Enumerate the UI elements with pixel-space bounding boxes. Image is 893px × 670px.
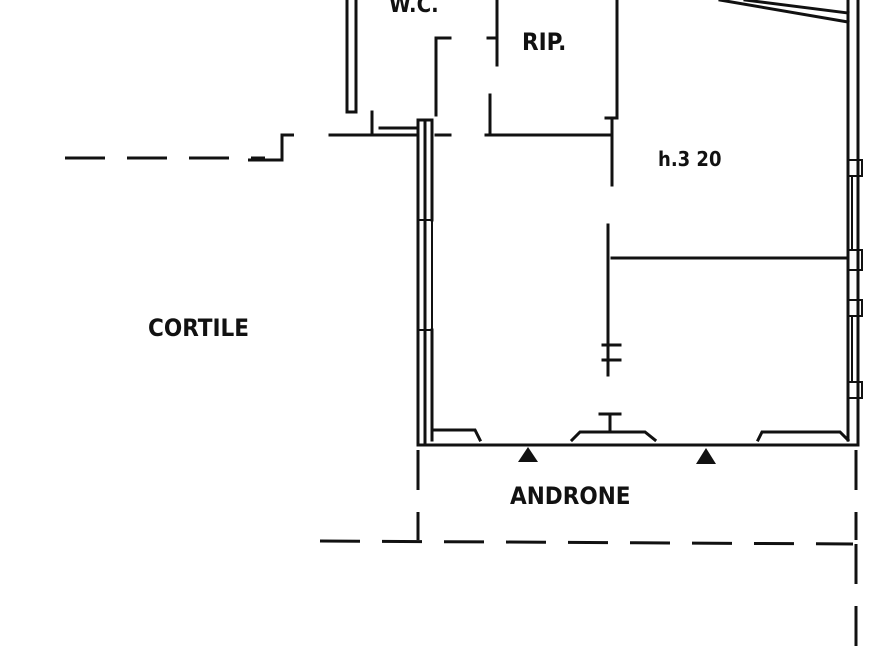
label-entrance-hall: ANDRONE xyxy=(510,482,631,510)
window-ticks xyxy=(417,159,863,399)
entrance-marker-right xyxy=(696,448,716,464)
entrance-marker-left xyxy=(518,447,538,462)
label-ceiling-height: h.3 20 xyxy=(658,147,721,171)
label-courtyard: CORTILE xyxy=(148,314,249,342)
label-wc: W.C. xyxy=(389,0,439,18)
step-mark xyxy=(248,133,294,162)
label-storage: RIP. xyxy=(522,28,566,56)
walls xyxy=(328,0,860,447)
dashed-boundaries xyxy=(65,156,858,650)
